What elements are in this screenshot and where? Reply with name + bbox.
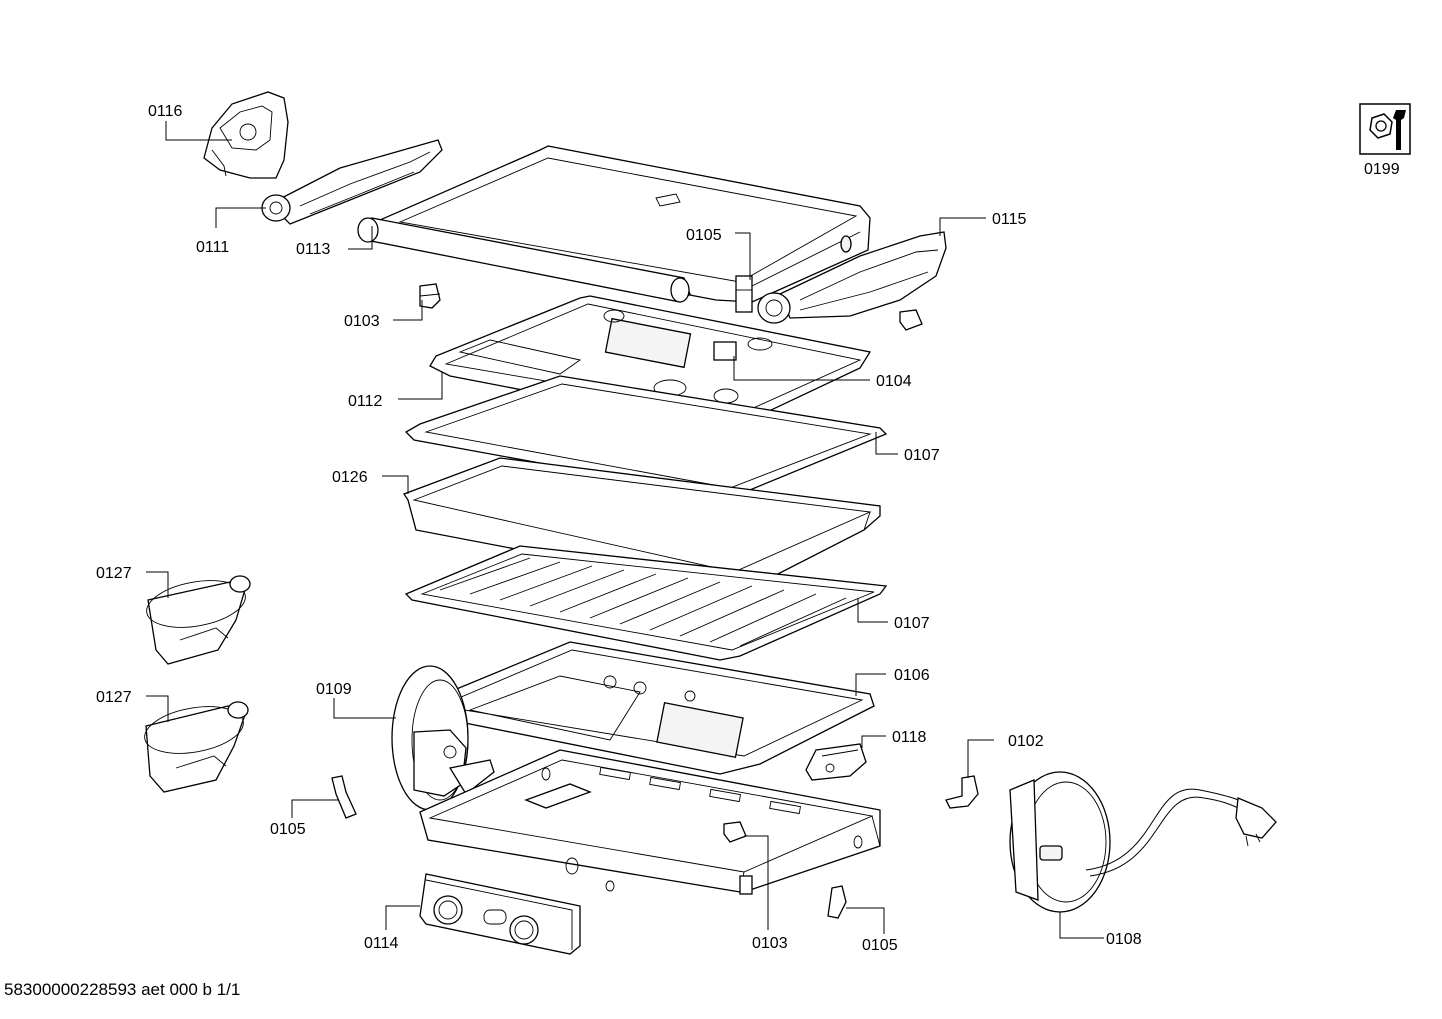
part-base-housing (419, 749, 881, 895)
part-0118-switch (805, 743, 867, 781)
part-0103-clip-upper (419, 283, 923, 331)
part-0108-cord-reel (1009, 771, 1277, 913)
label-0116: 0116 (148, 103, 183, 120)
part-0105-bracket-left (331, 775, 357, 819)
label-0109: 0109 (316, 681, 352, 698)
part-0113-front-bar (357, 217, 691, 303)
part-0106-lower-plate (418, 641, 875, 775)
label-0105-top: 0105 (686, 227, 722, 244)
footer-document-code: 58300000228593 aet 000 b 1/1 (4, 980, 241, 999)
label-0199: 0199 (1364, 161, 1400, 178)
part-0127-bowl-lower (144, 701, 249, 793)
label-0118: 0118 (892, 729, 927, 746)
label-0112: 0112 (348, 393, 383, 410)
label-0126: 0126 (332, 469, 368, 486)
part-0105-hinge-top (735, 275, 753, 313)
part-0112-upper-plate (429, 295, 872, 429)
label-0105-left: 0105 (270, 821, 306, 838)
part-0105-bracket-right (827, 885, 847, 919)
leader-lines (146, 121, 1104, 939)
wrench-nut-icon (1359, 103, 1411, 155)
part-0107-grill-plate (404, 545, 888, 661)
part-0127-bowl-upper (146, 575, 251, 665)
label-0114: 0114 (364, 935, 399, 952)
part-0126-drip-tray (403, 457, 881, 591)
label-0107-upper: 0107 (904, 447, 940, 464)
part-0109-side-panel (391, 665, 495, 811)
part-0111-handle-bar (261, 139, 443, 225)
label-0115: 0115 (992, 211, 1027, 228)
part-0102-bracket (945, 775, 979, 809)
label-0127-upper: 0127 (96, 565, 132, 582)
label-0111: 0111 (196, 239, 229, 256)
label-0103-lower: 0103 (752, 935, 788, 952)
label-0102: 0102 (1008, 733, 1044, 750)
label-0105-right: 0105 (862, 937, 898, 954)
part-0116-side-cover (203, 91, 289, 179)
label-0107-lower: 0107 (894, 615, 930, 632)
label-0103-upper: 0103 (344, 313, 380, 330)
part-0103-clip-lower (723, 821, 747, 843)
label-0113: 0113 (296, 241, 331, 258)
label-0106: 0106 (894, 667, 930, 684)
label-0127-lower: 0127 (96, 689, 132, 706)
part-0115-handle-side (757, 231, 947, 324)
part-0114-control-panel (419, 873, 581, 955)
label-0108: 0108 (1106, 931, 1142, 948)
label-0104: 0104 (876, 373, 912, 390)
